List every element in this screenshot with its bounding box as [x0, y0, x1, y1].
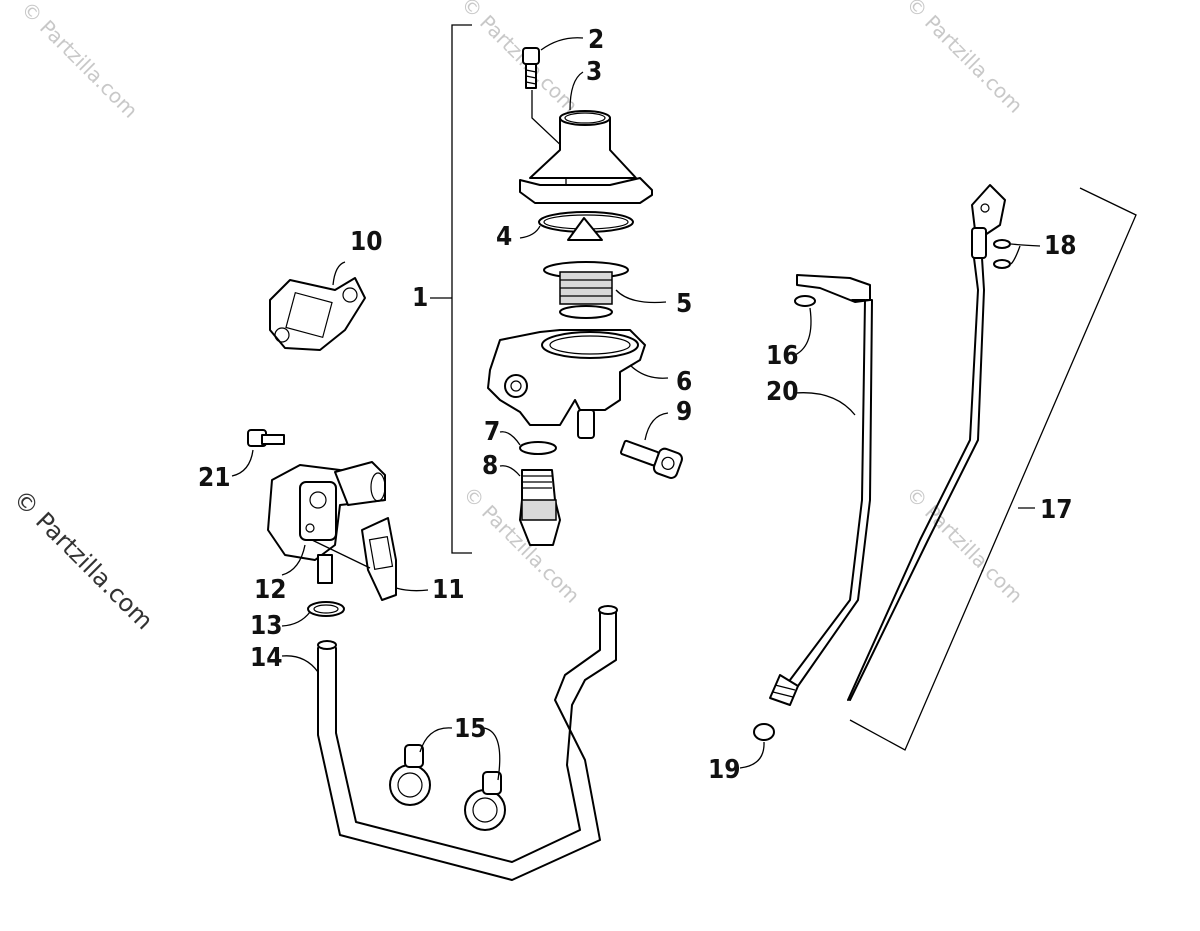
watermark-5: © Partzilla.com [901, 482, 1027, 608]
gasket-part-11 [361, 517, 397, 601]
callout-21: 21 [198, 463, 231, 493]
callout-20: 20 [766, 377, 799, 407]
watermark-1: © Partzilla.com [16, 0, 142, 123]
callout-labels: 1 2 3 4 5 6 7 8 9 10 11 12 13 14 15 16 1… [198, 25, 1077, 785]
leader-15a [419, 727, 453, 753]
bracket-1 [451, 24, 472, 554]
callout-19: 19 [708, 755, 741, 785]
leader-16 [794, 307, 812, 356]
callout-5: 5 [676, 289, 692, 319]
callout-11: 11 [432, 575, 465, 605]
clip-part-15a [389, 744, 431, 806]
callout-13: 13 [250, 611, 283, 641]
leader-2b [540, 37, 584, 51]
hose-part-14 [317, 605, 618, 881]
leader-8 [499, 465, 521, 477]
leader-7 [499, 431, 521, 446]
watermark-2: © Partzilla.com [456, 0, 582, 118]
callout-16: 16 [766, 341, 799, 371]
dipstick-part-17 [847, 184, 1006, 701]
leader-4 [519, 225, 541, 239]
leader-21 [231, 449, 254, 477]
leader-20 [794, 392, 856, 416]
o-ring-part-19 [753, 723, 775, 741]
watermark-group: © Partzilla.com © Partzilla.com © Partzi… [8, 0, 1028, 635]
callout-1: 1 [412, 283, 428, 313]
o-ring-part-18b [993, 259, 1011, 269]
watermark-main: © Partzilla.com [8, 484, 159, 635]
bracket-17 [849, 187, 1137, 751]
leader-15b [483, 727, 501, 781]
callout-18: 18 [1044, 231, 1077, 261]
callout-17: 17 [1040, 495, 1073, 525]
leader-13 [281, 611, 311, 627]
callout-3: 3 [586, 57, 602, 87]
callout-15: 15 [454, 714, 487, 744]
callout-14: 14 [250, 643, 283, 673]
clamp-part-13 [307, 601, 345, 617]
callout-9: 9 [676, 397, 692, 427]
callout-12: 12 [254, 575, 287, 605]
outlet-housing-part-12 [267, 461, 386, 584]
clip-part-15b [464, 771, 506, 831]
callout-4: 4 [496, 222, 512, 252]
bolt-part-21 [247, 429, 285, 447]
callout-8: 8 [482, 451, 498, 481]
washer-part-7 [519, 441, 557, 455]
leader-5 [615, 289, 667, 304]
leader-18 [1010, 243, 1041, 265]
leader-9 [644, 412, 669, 441]
o-ring-part-18a [993, 239, 1011, 249]
callout-6: 6 [676, 367, 692, 397]
leader-3 [569, 71, 584, 111]
leader-10 [332, 261, 346, 286]
washer-part-16 [794, 295, 816, 307]
dipstick-tube-part-20 [769, 274, 873, 706]
leader-11 [395, 587, 429, 592]
bolt-part-2 [522, 47, 540, 89]
callout-7: 7 [484, 417, 500, 447]
bolt-part-9 [620, 439, 683, 479]
callout-10: 10 [350, 227, 383, 257]
thermostat-part-5 [543, 217, 629, 319]
callout-2: 2 [588, 25, 604, 55]
temp-sensor-part-8 [519, 469, 561, 546]
watermark-3: © Partzilla.com [901, 0, 1027, 118]
gasket-part-10 [269, 277, 366, 351]
leader-12 [281, 544, 306, 576]
leader-19 [739, 741, 765, 769]
leader-6 [629, 364, 669, 379]
leader-11-link [311, 539, 371, 569]
leader-14 [281, 655, 319, 673]
thermostat-housing-part-6 [487, 329, 646, 439]
thermostat-cover-part-3 [519, 110, 653, 204]
